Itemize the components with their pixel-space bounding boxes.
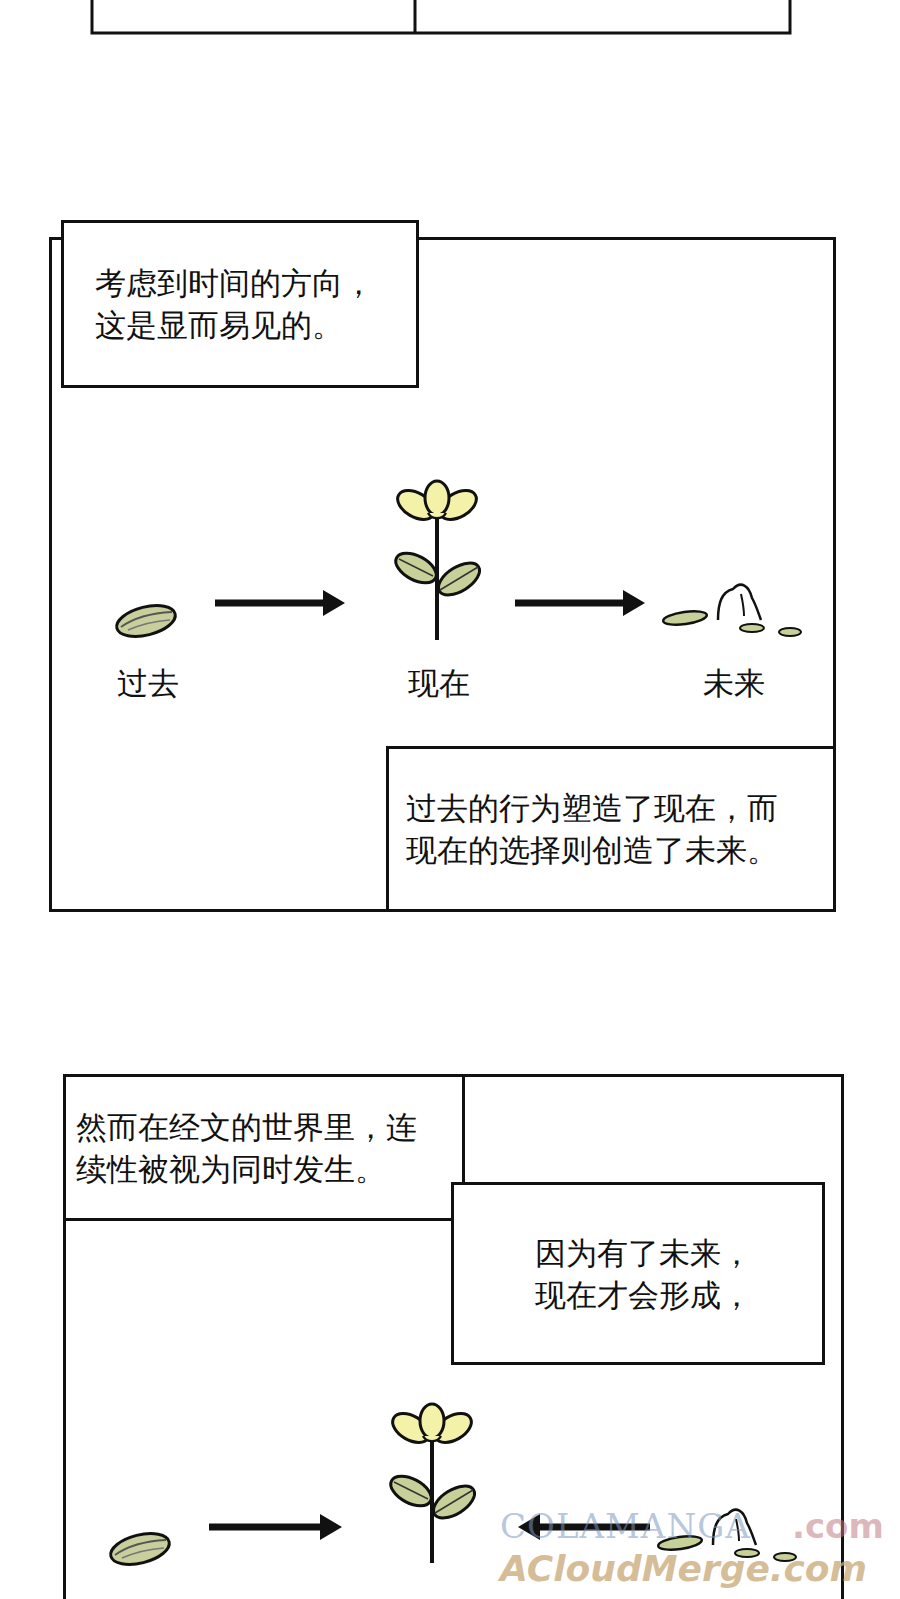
caption-text: 因为有了未来， 现在才会形成，: [535, 1232, 763, 1316]
arrow-line: [515, 600, 627, 607]
arrow-head: [323, 590, 345, 616]
watermark-text: COLAMANGA: [500, 1506, 751, 1546]
flow-arrow: [215, 590, 345, 616]
ruins-drawing: [662, 585, 801, 636]
caption-box: 因为有了未来， 现在才会形成，: [451, 1182, 825, 1365]
time-label: 过去: [117, 663, 179, 703]
time-label: 未来: [703, 663, 765, 703]
caption-box: 考虑到时间的方向， 这是显而易见的。: [61, 220, 419, 388]
watermark-text: ACloudMerge.com: [500, 1548, 867, 1589]
seed-drawing: [114, 600, 179, 642]
watermark-text: .com: [792, 1506, 884, 1546]
caption-text: 考虑到时间的方向， 这是显而易见的。: [95, 262, 387, 346]
panel-frame: [92, 0, 790, 33]
comic-panel: 考虑到时间的方向， 这是显而易见的。过去 现在 未来过去的行为塑造了现在，而 现在的…: [49, 237, 836, 912]
panel-divider: [414, 0, 417, 33]
caption-box: 过去的行为塑造了现在，而 现在的选择则创造了未来。: [386, 746, 836, 912]
arrow-head: [320, 1514, 342, 1540]
arrow-line: [209, 1524, 322, 1531]
arrow-line: [215, 600, 327, 607]
seed-drawing: [108, 1528, 173, 1570]
plant-drawing: [391, 481, 485, 640]
flow-arrow: [515, 590, 645, 616]
arrow-head: [623, 590, 645, 616]
picture-node: 未来: [662, 576, 805, 703]
caption-text: 过去的行为塑造了现在，而 现在的选择则创造了未来。: [406, 787, 792, 871]
plant-drawing: [386, 1404, 480, 1563]
time-label: 现在: [408, 663, 470, 703]
caption-text: 然而在经文的世界里，连 续性被视为同时发生。: [76, 1106, 428, 1190]
caption-box: 然而在经文的世界里，连 续性被视为同时发生。: [63, 1074, 465, 1221]
